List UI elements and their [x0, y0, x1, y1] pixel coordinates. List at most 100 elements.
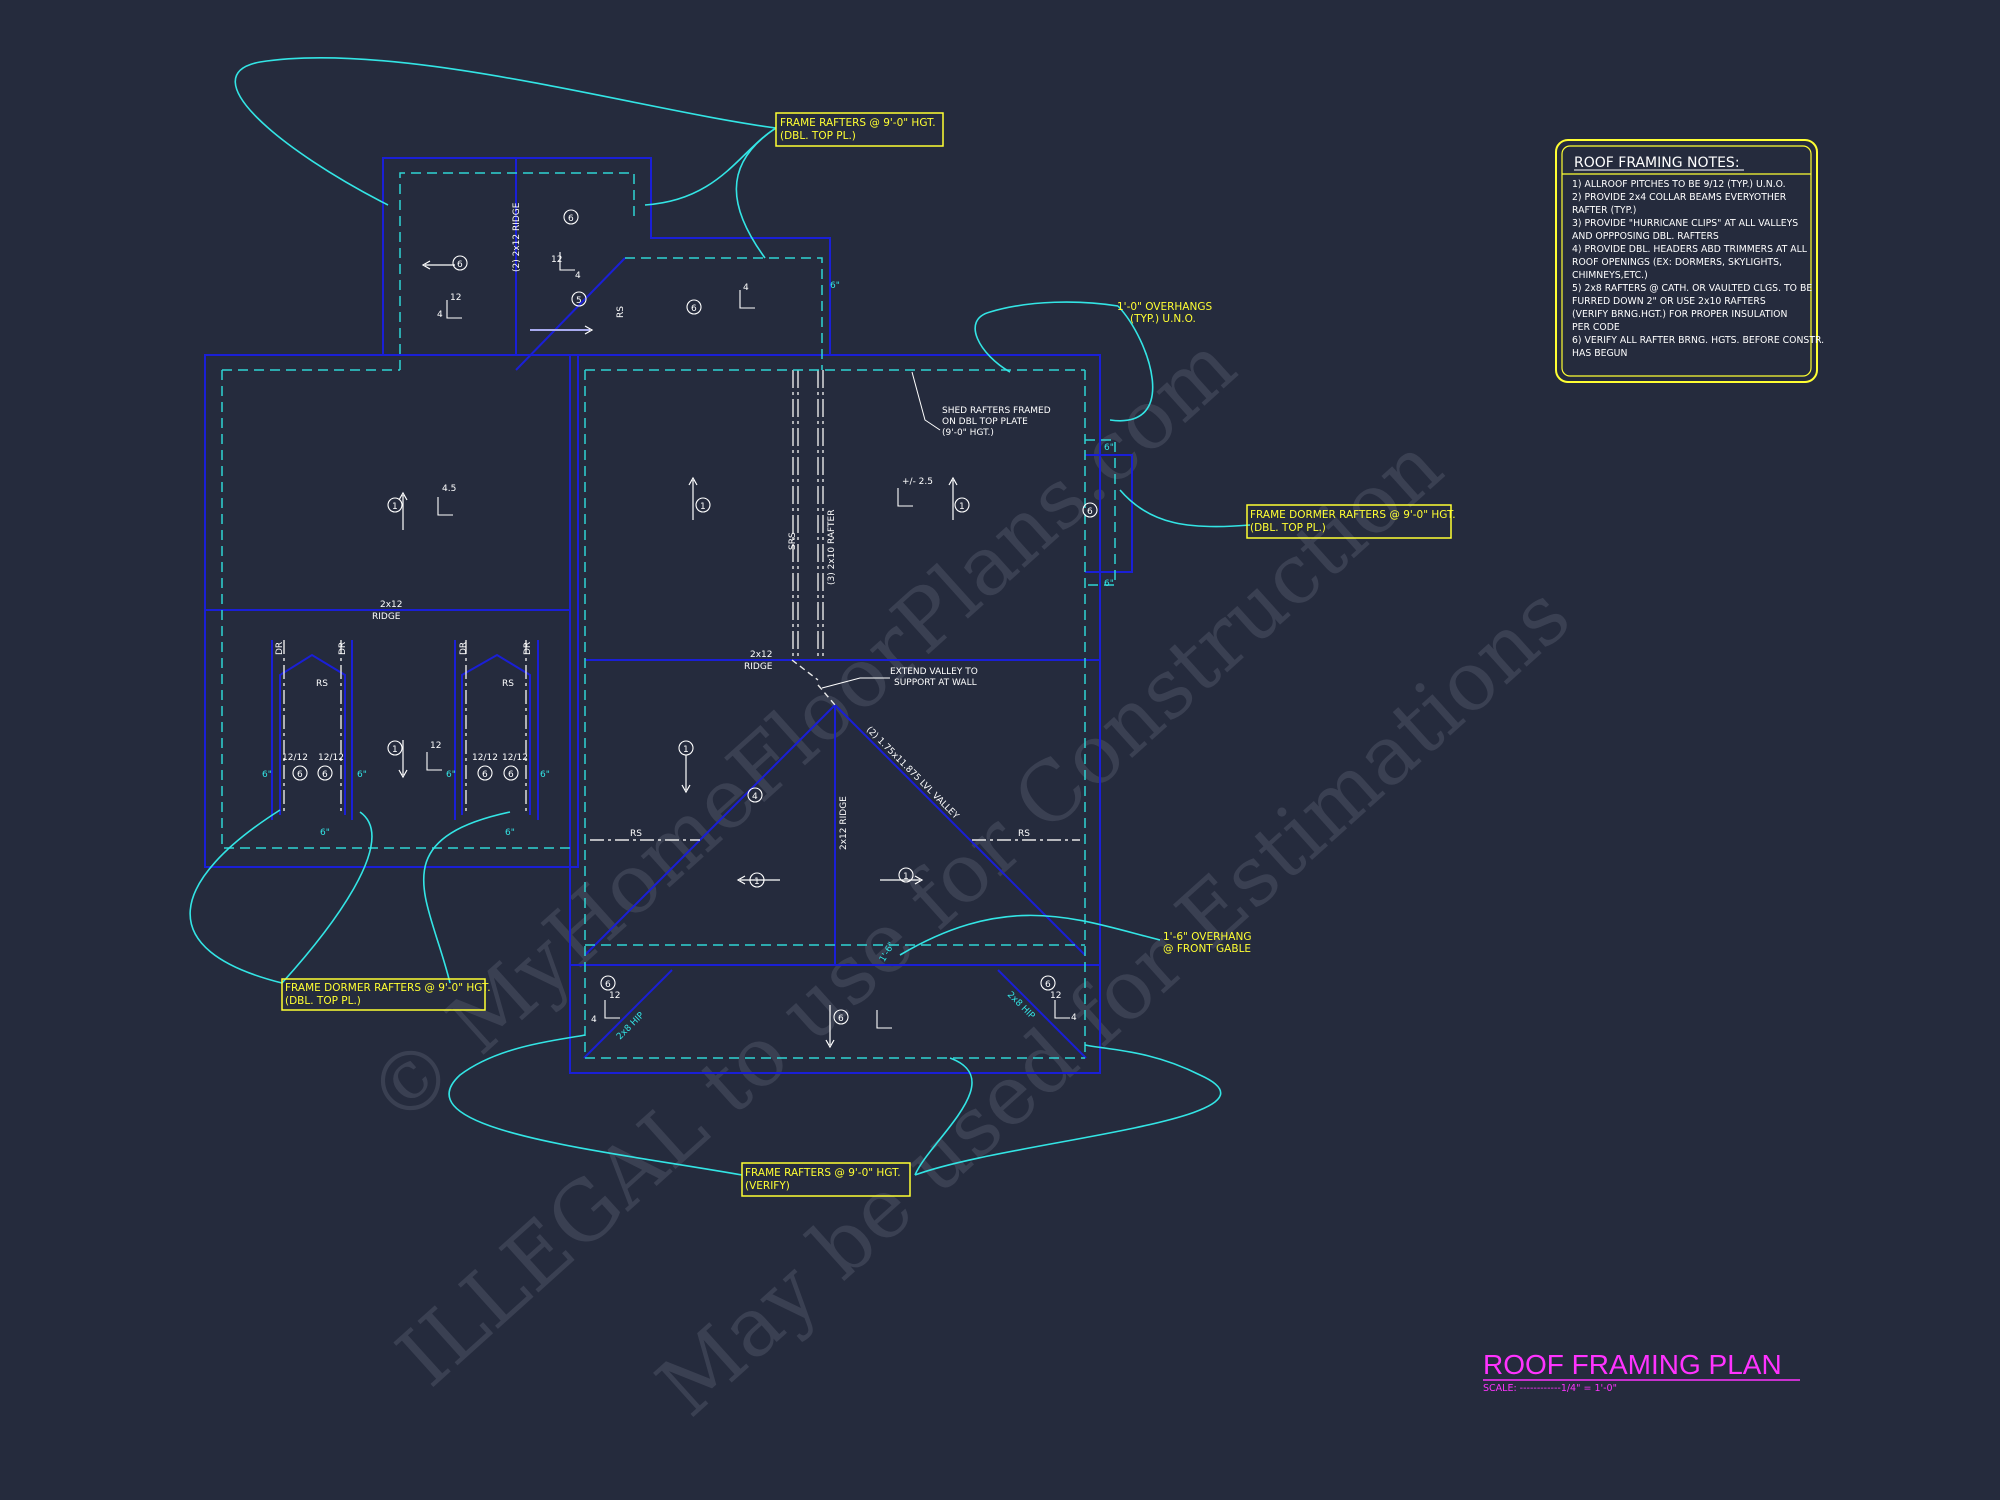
dim-label: 6": [357, 770, 367, 780]
upper-valley: [515, 257, 626, 371]
top-block-outline: [382, 157, 831, 355]
top-ridge-label: (2) 2x12 RIDGE: [512, 202, 522, 272]
callout-bottom-text: (VERIFY): [745, 1180, 790, 1192]
tag-text: 6: [1087, 507, 1093, 517]
tag-text: 6: [605, 980, 611, 990]
callout-top-text: FRAME RAFTERS @ 9'-0" HGT.: [780, 117, 936, 129]
rs-label: RS: [616, 306, 626, 318]
tag-text: 1: [903, 872, 909, 882]
tag-text: 4: [752, 792, 758, 802]
gable-note: @ FRONT GABLE: [1163, 943, 1251, 955]
notes-outer-frame: [1555, 139, 1818, 383]
circle-tag-numbers: 1 1 1 1 1 1 1 4 5 6 6 6 6 6 6 6 6 6 6 6: [297, 214, 1093, 1024]
tag-text: 1: [700, 502, 706, 512]
pitch-rise: 12: [430, 741, 441, 751]
notes-line: 6) VERIFY ALL RAFTER BRNG. HGTS. BEFORE …: [1572, 335, 1824, 346]
overhang-note: (TYP.) U.N.O.: [1130, 313, 1196, 325]
notes-line: 1) ALLROOF PITCHES TO BE 9/12 (TYP.) U.N…: [1572, 179, 1786, 190]
right-hip: [997, 969, 1087, 1059]
pitch-run: 4: [437, 310, 443, 320]
notes-heading: ROOF FRAMING NOTES:: [1574, 155, 1740, 171]
callout-right-text: (DBL. TOP PL.): [1250, 522, 1326, 534]
tag-text: 6: [482, 770, 488, 780]
pitch-run: +/- 2.5: [902, 477, 933, 487]
leader-curves: [189, 56, 1251, 1176]
hip-right-label: 2x8 HIP: [1005, 990, 1037, 1022]
callout-right-text: FRAME DORMER RAFTERS @ 9'-0" HGT.: [1250, 509, 1456, 521]
notes-line: AND OPPPOSING DBL. RAFTERS: [1572, 231, 1719, 242]
rs-label: RS: [1018, 829, 1030, 839]
pitch-rise: 12: [551, 255, 562, 265]
dr-label: DR: [523, 642, 533, 655]
notes-line: 4) PROVIDE DBL. HEADERS ABD TRIMMERS AT …: [1572, 244, 1808, 255]
pitch-run: 4: [575, 271, 581, 281]
tag-text: 1: [754, 877, 760, 887]
tag-text: 6: [691, 304, 697, 314]
annotations: SHED RAFTERS FRAMED ON DBL TOP PLATE (9'…: [890, 406, 1051, 688]
pitch-symbols: [426, 252, 1070, 1029]
pitch-rise: 12: [609, 991, 620, 1001]
tag-text: 6: [1045, 980, 1051, 990]
callout-left-box: [281, 978, 486, 1011]
rs-label: RS: [502, 679, 514, 689]
notes-line: CHIMNEYS,ETC.): [1572, 270, 1648, 281]
hip-left-label: 2x8 HIP: [615, 1010, 647, 1042]
pitch-label: 12/12: [502, 753, 528, 763]
dim-label: 6": [830, 281, 840, 291]
dr-label: DR: [459, 642, 469, 655]
ridge-size-label: 2x12: [750, 650, 773, 660]
main-block-outline: [569, 354, 1101, 1074]
notes-line: RAFTER (TYP.): [1572, 205, 1636, 216]
title-text: ROOF FRAMING PLAN: [1483, 1349, 1782, 1380]
gable-note: 1'-6" OVERHANG: [1163, 931, 1251, 943]
dormer-1-outline: [279, 653, 346, 815]
overhang-lines: [221, 172, 1116, 1059]
shed-note: ON DBL TOP PLATE: [942, 417, 1028, 427]
double-rafter: [283, 370, 1080, 841]
right-dormer-outline: [1085, 454, 1133, 573]
dr-label: DR: [275, 642, 285, 655]
dbl-rafter-label: (3) 2x10 RAFTER: [827, 510, 837, 585]
dim-label: 6": [540, 770, 550, 780]
rs-label: RS: [316, 679, 328, 689]
pitch-run: 4: [743, 283, 749, 293]
callout-left-text: FRAME DORMER RAFTERS @ 9'-0" HGT.: [285, 982, 491, 994]
notes-line: FURRED DOWN 2" OR USE 2x10 RAFTERS: [1572, 296, 1766, 307]
roof-framing-notes: ROOF FRAMING NOTES: 1) ALLROOF PITCHES T…: [1555, 139, 1824, 383]
pitch-run: 4: [591, 1015, 597, 1025]
title-scale: SCALE: ------------1/4" = 1'-0": [1483, 1383, 1617, 1394]
tag-text: 6: [838, 1014, 844, 1024]
dim-label: 6": [262, 770, 272, 780]
tag-text: 1: [392, 745, 398, 755]
watermark: © MyHomeFloorPlans.com ILLEGAL to use fo…: [350, 318, 1588, 1435]
pitch-label: 12/12: [318, 753, 344, 763]
ridge-label: RIDGE: [744, 662, 773, 672]
dim-label: 6": [505, 828, 515, 838]
notes-line: HAS BEGUN: [1572, 348, 1627, 359]
shed-note: SHED RAFTERS FRAMED: [942, 406, 1051, 416]
drawing-title: ROOF FRAMING PLAN SCALE: ------------1/4…: [1483, 1349, 1800, 1394]
pitch-rise: 12: [450, 293, 461, 303]
rs-label: RS: [630, 829, 642, 839]
shed-note: (9'-0" HGT.): [942, 428, 994, 438]
notes-lines: 1) ALLROOF PITCHES TO BE 9/12 (TYP.) U.N…: [1572, 179, 1824, 359]
notes-line: ROOF OPENINGS (EX: DORMERS, SKYLIGHTS,: [1572, 257, 1782, 268]
dim-label: 6": [1104, 443, 1114, 453]
pitch-label: 12/12: [472, 753, 498, 763]
tag-text: 1: [959, 502, 965, 512]
gable-right-slope: [834, 704, 1086, 956]
notes-line: (VERIFY BRNG.HGT.) FOR PROPER INSULATION: [1572, 309, 1788, 320]
dim-label: 6": [446, 770, 456, 780]
valley-label: (2) 1.75x11.875 LVL VALLEY: [864, 725, 961, 822]
callout-bottom-text: FRAME RAFTERS @ 9'-0" HGT.: [745, 1167, 901, 1179]
extend-note: EXTEND VALLEY TO: [890, 667, 978, 677]
notes-line: 5) 2x8 RAFTERS @ CATH. OR VAULTED CLGS. …: [1572, 283, 1812, 294]
callout-left-text: (DBL. TOP PL.): [285, 995, 361, 1007]
pitch-rise: 12: [1050, 991, 1061, 1001]
dormer-2-outline: [461, 653, 531, 815]
left-hip: [583, 969, 673, 1059]
callout-texts: FRAME RAFTERS @ 9'-0" HGT. (DBL. TOP PL.…: [285, 117, 1456, 1192]
front-ridge-label: 2x12 RIDGE: [839, 796, 849, 850]
srs-label: SRS: [788, 532, 798, 550]
